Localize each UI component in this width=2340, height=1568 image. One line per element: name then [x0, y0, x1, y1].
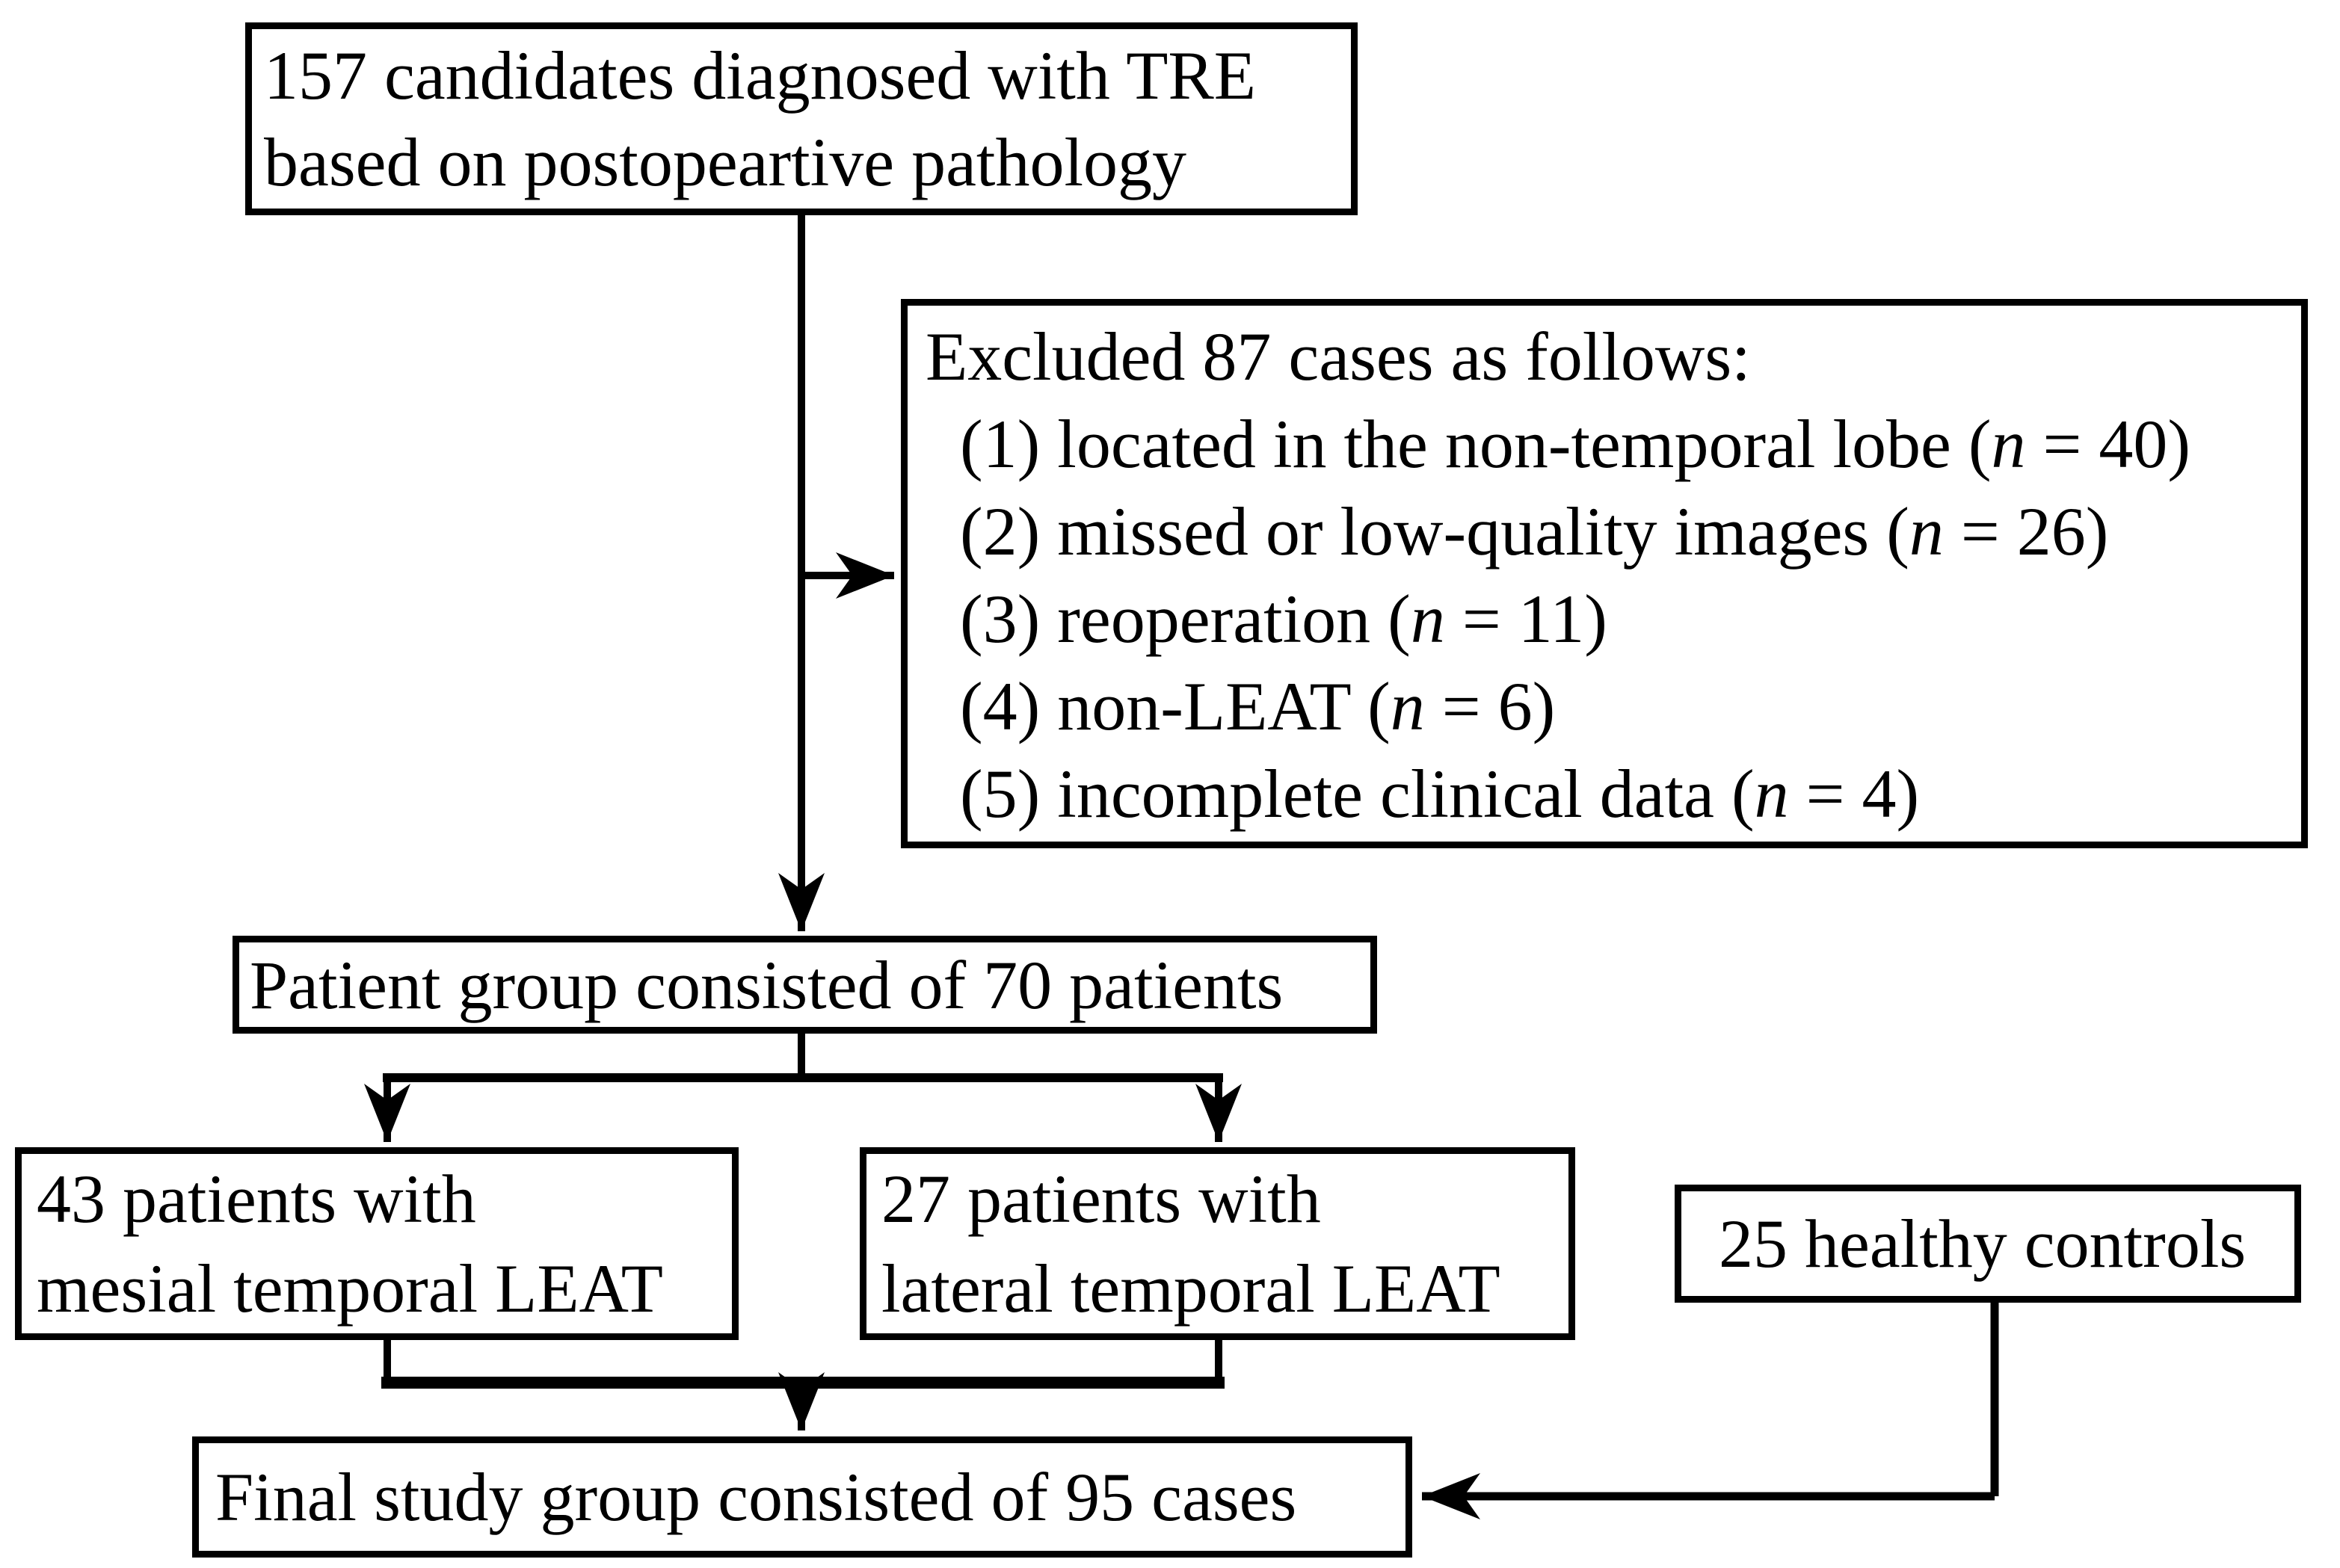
box-healthy-controls-text: 25 healthy controls	[1719, 1206, 2247, 1282]
box-patient-group-text: Patient group consisted of 70 patients	[250, 946, 1284, 1023]
box-lateral-line1: 27 patients with	[881, 1161, 1321, 1237]
excluded-item-5: (5) incomplete clinical data (n = 4)	[960, 756, 1920, 832]
box-candidates: 157 candidates diagnosed with TRE based …	[245, 22, 1358, 215]
box-lateral-line2: lateral temporal LEAT	[881, 1250, 1500, 1327]
box-mesial-line1: 43 patients with	[37, 1161, 476, 1237]
box-final-study-group: Final study group consisted of 95 cases	[192, 1436, 1412, 1558]
excluded-item-1: (1) located in the non-temporal lobe (n …	[960, 406, 2191, 482]
excluded-item-3: (3) reoperation (n = 11)	[960, 581, 1607, 657]
excluded-item-4: (4) non-LEAT (n = 6)	[960, 668, 1556, 744]
box-mesial-line2: mesial temporal LEAT	[37, 1250, 663, 1327]
box-final-study-group-text: Final study group consisted of 95 cases	[215, 1459, 1297, 1535]
box-candidates-line2: based on postopeartive pathology	[264, 124, 1187, 200]
box-lateral-leat: 27 patients with lateral temporal LEAT	[860, 1147, 1575, 1340]
box-mesial-leat: 43 patients with mesial temporal LEAT	[15, 1147, 739, 1340]
box-healthy-controls: 25 healthy controls	[1675, 1185, 2301, 1303]
box-excluded: Excluded 87 cases as follows: (1) locate…	[901, 299, 2308, 848]
box-candidates-line1: 157 candidates diagnosed with TRE	[264, 37, 1256, 114]
box-patient-group: Patient group consisted of 70 patients	[233, 936, 1377, 1034]
box-excluded-title: Excluded 87 cases as follows:	[926, 318, 1751, 395]
excluded-item-2: (2) missed or low-quality images (n = 26…	[960, 493, 2109, 570]
